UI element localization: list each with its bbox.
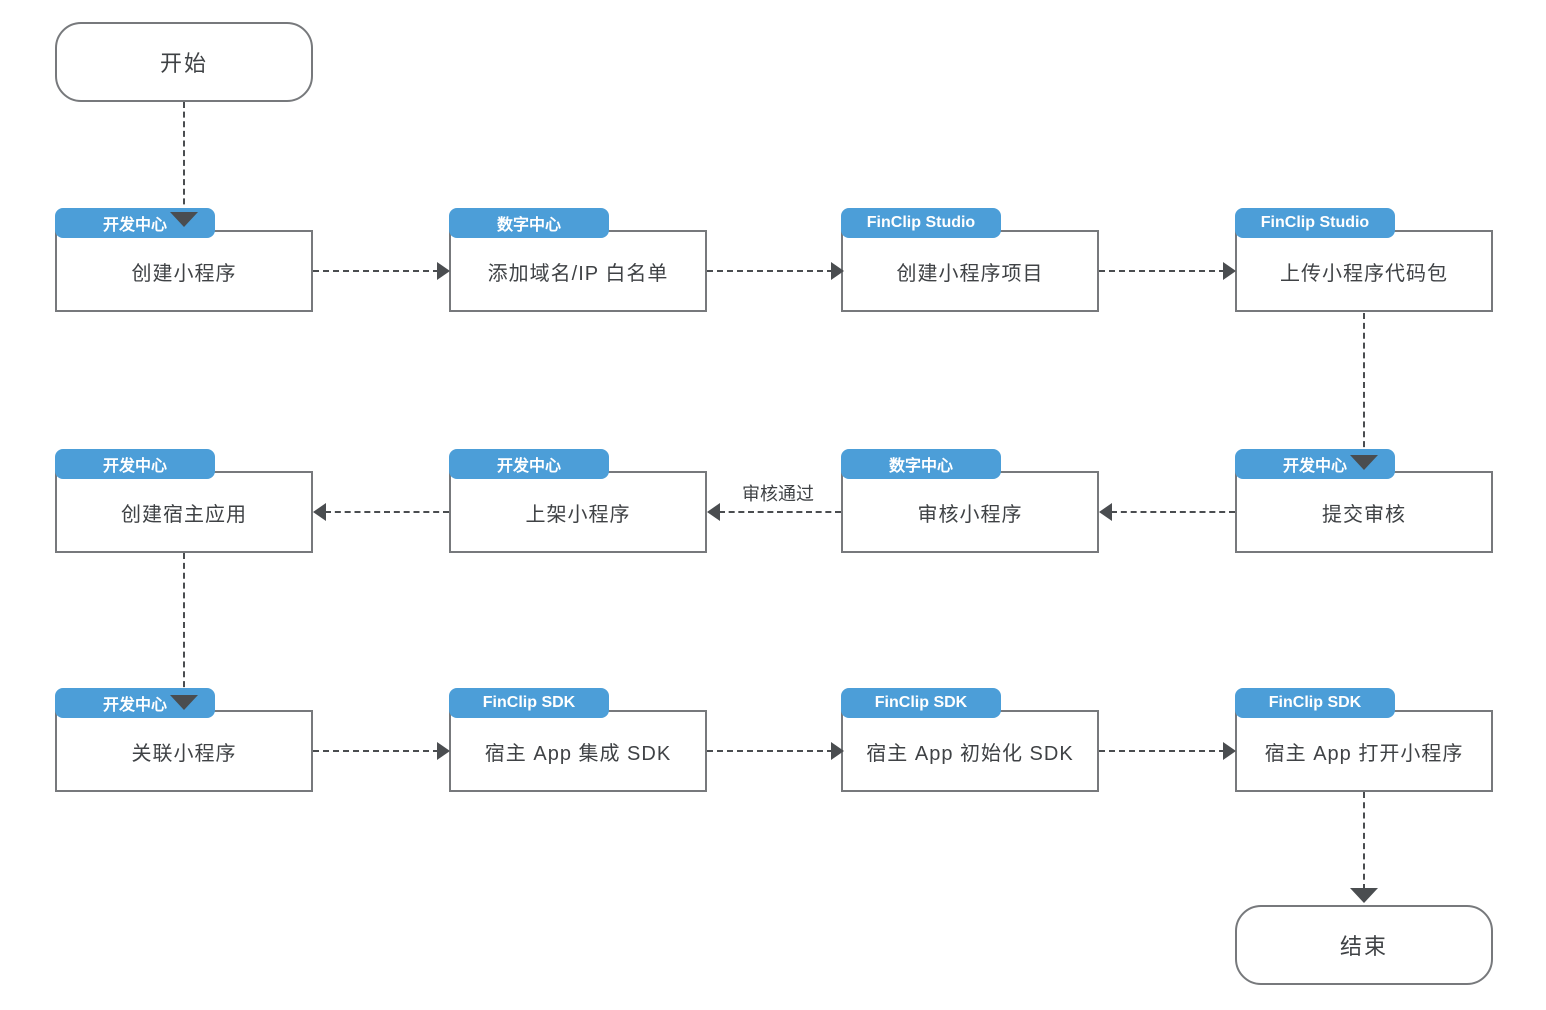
connector-link-miniapp-to-integrate-sdk bbox=[313, 750, 439, 752]
node-label: 创建宿主应用 bbox=[121, 503, 247, 526]
arrowhead-right-icon bbox=[831, 262, 844, 280]
node-add-whitelist: 数字中心 添加域名/IP 白名单 bbox=[449, 208, 707, 312]
node-tag: FinClip Studio bbox=[1235, 208, 1395, 238]
connector-add-whitelist-to-create-project bbox=[707, 270, 833, 272]
node-tag: 开发中心 bbox=[55, 449, 215, 479]
node-label: 宿主 App 初始化 SDK bbox=[866, 742, 1074, 765]
node-label: 上传小程序代码包 bbox=[1280, 262, 1448, 285]
node-integrate-sdk: FinClip SDK 宿主 App 集成 SDK bbox=[449, 688, 707, 792]
node-tag: FinClip SDK bbox=[1235, 688, 1395, 718]
node-create-miniapp: 开发中心 创建小程序 bbox=[55, 208, 313, 312]
node-label: 宿主 App 集成 SDK bbox=[484, 742, 672, 765]
node-label: 上架小程序 bbox=[525, 503, 631, 526]
node-publish-miniapp: 开发中心 上架小程序 bbox=[449, 449, 707, 553]
arrowhead-right-icon bbox=[437, 262, 450, 280]
connector-create-miniapp-to-add-whitelist bbox=[313, 270, 439, 272]
node-tag: 数字中心 bbox=[449, 208, 609, 238]
node-init-sdk: FinClip SDK 宿主 App 初始化 SDK bbox=[841, 688, 1099, 792]
connector-review-miniapp-to-publish-miniapp bbox=[719, 511, 841, 513]
connector-init-sdk-to-open-miniapp bbox=[1099, 750, 1225, 752]
connector-integrate-sdk-to-init-sdk bbox=[707, 750, 833, 752]
start-label: 开始 bbox=[159, 51, 208, 76]
arrowhead-right-icon bbox=[831, 742, 844, 760]
arrowhead-right-icon bbox=[437, 742, 450, 760]
start-node: 开始 bbox=[55, 22, 313, 102]
node-submit-review: 开发中心 提交审核 bbox=[1235, 449, 1493, 553]
node-label: 关联小程序 bbox=[131, 742, 237, 765]
node-tag: FinClip Studio bbox=[841, 208, 1001, 238]
node-tag: 开发中心 bbox=[1235, 449, 1395, 479]
arrowhead-left-icon bbox=[707, 503, 720, 521]
arrowhead-down-icon bbox=[170, 695, 198, 710]
connector-create-project-to-upload-code bbox=[1099, 270, 1225, 272]
node-create-project: FinClip Studio 创建小程序项目 bbox=[841, 208, 1099, 312]
connector-open-miniapp-to-end bbox=[1363, 792, 1365, 890]
connector-publish-miniapp-to-create-host-app bbox=[325, 511, 449, 513]
node-create-host-app: 开发中心 创建宿主应用 bbox=[55, 449, 313, 553]
arrowhead-left-icon bbox=[313, 503, 326, 521]
arrowhead-right-icon bbox=[1223, 262, 1236, 280]
node-label: 审核小程序 bbox=[917, 503, 1023, 526]
end-node: 结束 bbox=[1235, 905, 1493, 985]
arrowhead-left-icon bbox=[1099, 503, 1112, 521]
node-tag: FinClip SDK bbox=[449, 688, 609, 718]
node-upload-code: FinClip Studio 上传小程序代码包 bbox=[1235, 208, 1493, 312]
node-tag: FinClip SDK bbox=[841, 688, 1001, 718]
node-tag: 开发中心 bbox=[449, 449, 609, 479]
end-label: 结束 bbox=[1339, 934, 1388, 959]
node-tag: 数字中心 bbox=[841, 449, 1001, 479]
connector-submit-review-to-review-miniapp bbox=[1111, 511, 1235, 513]
node-label: 创建小程序 bbox=[131, 262, 237, 285]
arrowhead-down-icon bbox=[1350, 888, 1378, 903]
arrowhead-down-icon bbox=[1350, 455, 1378, 470]
connector-start-to-create-miniapp bbox=[183, 102, 185, 214]
edge-label-review-passed: 审核通过 bbox=[742, 484, 814, 504]
arrowhead-down-icon bbox=[170, 212, 198, 227]
node-label: 提交审核 bbox=[1322, 503, 1406, 526]
connector-upload-code-to-submit-review bbox=[1363, 313, 1365, 457]
node-open-miniapp: FinClip SDK 宿主 App 打开小程序 bbox=[1235, 688, 1493, 792]
node-label: 宿主 App 打开小程序 bbox=[1264, 742, 1464, 765]
connector-create-host-app-to-link-miniapp bbox=[183, 553, 185, 697]
node-label: 创建小程序项目 bbox=[896, 262, 1044, 285]
node-label: 添加域名/IP 白名单 bbox=[487, 262, 669, 285]
node-link-miniapp: 开发中心 关联小程序 bbox=[55, 688, 313, 792]
node-review-miniapp: 数字中心 审核小程序 bbox=[841, 449, 1099, 553]
arrowhead-right-icon bbox=[1223, 742, 1236, 760]
